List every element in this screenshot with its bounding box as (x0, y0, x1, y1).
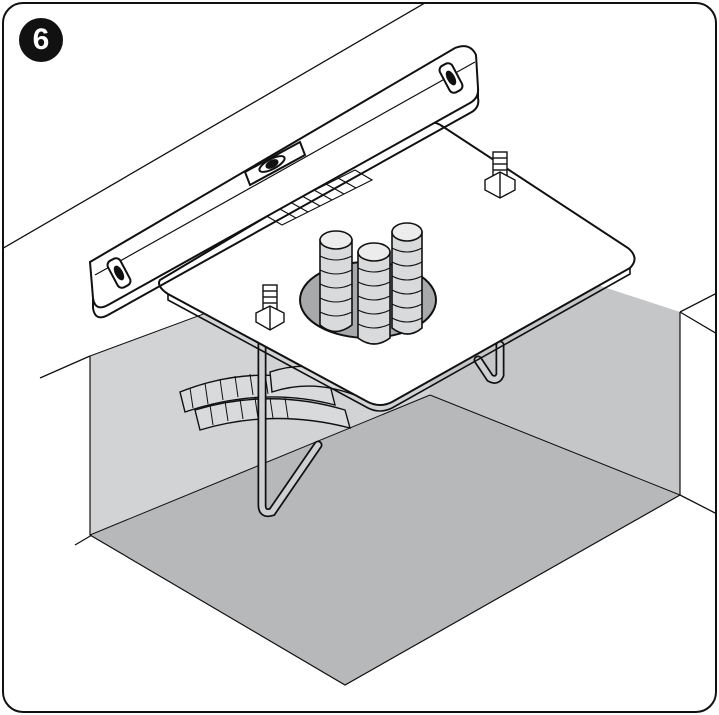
anchor-bolt-icon (484, 151, 516, 199)
step-number-badge: 6 (19, 18, 63, 62)
ground-line (679, 494, 716, 516)
anchor-bolt-icon (255, 284, 285, 331)
anchor-rod (259, 327, 321, 516)
pit-floor (90, 395, 680, 685)
ground-line (74, 534, 93, 546)
ground-line (679, 311, 716, 336)
ground-line (39, 355, 91, 379)
ground-line (3, 3, 431, 251)
ground-line (679, 291, 716, 313)
pit-edge (429, 394, 681, 496)
pit-edge (89, 312, 681, 686)
foundation-plate-edge (167, 268, 631, 412)
spirit-level-icon (88, 45, 480, 319)
corrugated-conduit-icon (319, 222, 423, 345)
anchor-rod (475, 342, 503, 383)
